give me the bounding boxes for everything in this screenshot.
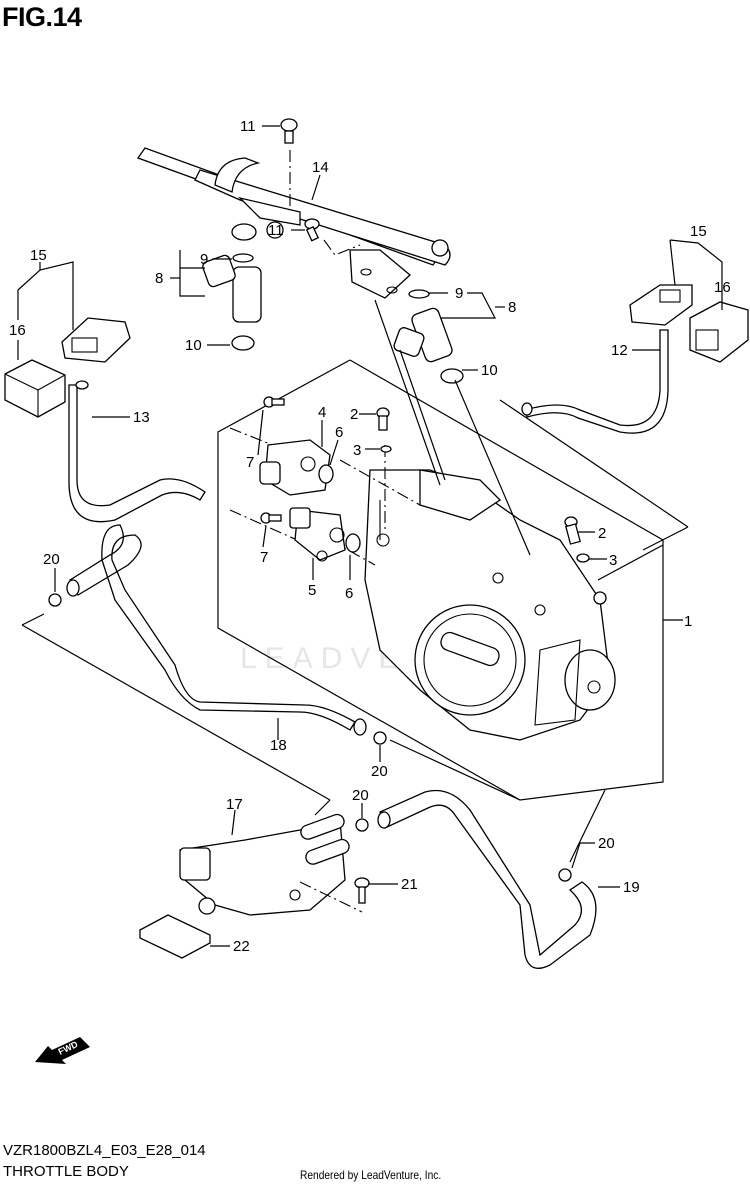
screw-11-mid[interactable] — [304, 218, 320, 242]
leader-lines — [17, 125, 723, 947]
throttle-position-sensor-4[interactable] — [259, 439, 331, 496]
screw-7-top[interactable] — [263, 396, 285, 408]
callout-1: 1 — [684, 613, 692, 630]
clamp-20-b[interactable] — [373, 731, 387, 745]
pad-22[interactable] — [139, 914, 211, 959]
pressure-sensor-left[interactable] — [4, 317, 131, 418]
callout-11: 11 — [268, 222, 284, 239]
fuel-injector-right[interactable] — [393, 289, 464, 384]
callout-16: 16 — [714, 279, 731, 296]
callout-10: 10 — [185, 337, 202, 354]
callout-18: 18 — [270, 737, 287, 754]
throttle-body-part[interactable] — [364, 469, 616, 741]
screw-11-top[interactable] — [280, 118, 298, 144]
callout-4: 4 — [318, 404, 326, 421]
fuel-rail-part[interactable] — [136, 147, 451, 299]
callout-13: 13 — [133, 409, 150, 426]
callout-3: 3 — [609, 552, 617, 569]
screw-2-top[interactable] — [376, 407, 390, 431]
callout-20: 20 — [371, 763, 388, 780]
fwd-arrow-icon: FWD — [35, 1037, 90, 1064]
callout-15: 15 — [30, 247, 47, 264]
callout-2: 2 — [598, 525, 606, 542]
section-title: THROTTLE BODY — [3, 1163, 129, 1180]
o-ring-6-top[interactable] — [318, 464, 334, 484]
screw-7-bottom[interactable] — [260, 512, 282, 524]
callout-14: 14 — [312, 159, 329, 176]
screw-2-right[interactable] — [564, 516, 581, 545]
hose-19[interactable] — [379, 789, 597, 969]
model-code: VZR1800BZL4_E03_E28_014 — [3, 1142, 206, 1159]
callout-9: 9 — [455, 285, 463, 302]
callout-12: 12 — [611, 342, 628, 359]
callout-3: 3 — [353, 442, 361, 459]
callout-17: 17 — [226, 796, 243, 813]
callout-20: 20 — [43, 551, 60, 568]
callout-6: 6 — [345, 585, 353, 602]
callout-10: 10 — [481, 362, 498, 379]
sensor-5[interactable] — [289, 507, 346, 562]
washer-3-right[interactable] — [576, 553, 590, 563]
callout-8: 8 — [508, 299, 516, 316]
hose-13[interactable] — [68, 384, 206, 523]
callout-5: 5 — [308, 582, 316, 599]
pressure-sensor-right[interactable] — [629, 284, 749, 363]
screw-21[interactable] — [354, 877, 370, 904]
callout-20: 20 — [352, 787, 369, 804]
callout-11: 11 — [240, 118, 256, 135]
clamp-20-d[interactable] — [558, 868, 572, 882]
callout-16: 16 — [9, 322, 26, 339]
washer-3-top[interactable] — [380, 445, 392, 453]
callout-7: 7 — [260, 549, 268, 566]
hose-18[interactable] — [69, 524, 356, 731]
callout-19: 19 — [623, 879, 640, 896]
idle-air-control-valve-17[interactable] — [179, 813, 351, 916]
clamp-20-c[interactable] — [355, 818, 369, 832]
figure-title: FIG.14 — [2, 2, 82, 32]
callout-15: 15 — [690, 223, 707, 240]
callout-9: 9 — [200, 251, 208, 268]
callout-labels: 1 2 2 3 3 4 5 6 6 7 7 8 8 9 9 10 10 11 1… — [9, 118, 731, 955]
callout-8: 8 — [155, 270, 163, 287]
callout-22: 22 — [233, 938, 250, 955]
guide-lines-lower — [21, 613, 606, 863]
hose-12[interactable] — [524, 329, 669, 434]
fuel-injector-left[interactable] — [201, 253, 262, 351]
rendered-by-credit: Rendered by LeadVenture, Inc. — [300, 1168, 442, 1182]
callout-7: 7 — [246, 454, 254, 471]
o-ring-6-bottom[interactable] — [345, 533, 361, 553]
callout-2: 2 — [350, 406, 358, 423]
callout-6: 6 — [335, 424, 343, 441]
callout-20: 20 — [598, 835, 615, 852]
clamp-20-a[interactable] — [48, 593, 62, 607]
callout-21: 21 — [401, 876, 418, 893]
